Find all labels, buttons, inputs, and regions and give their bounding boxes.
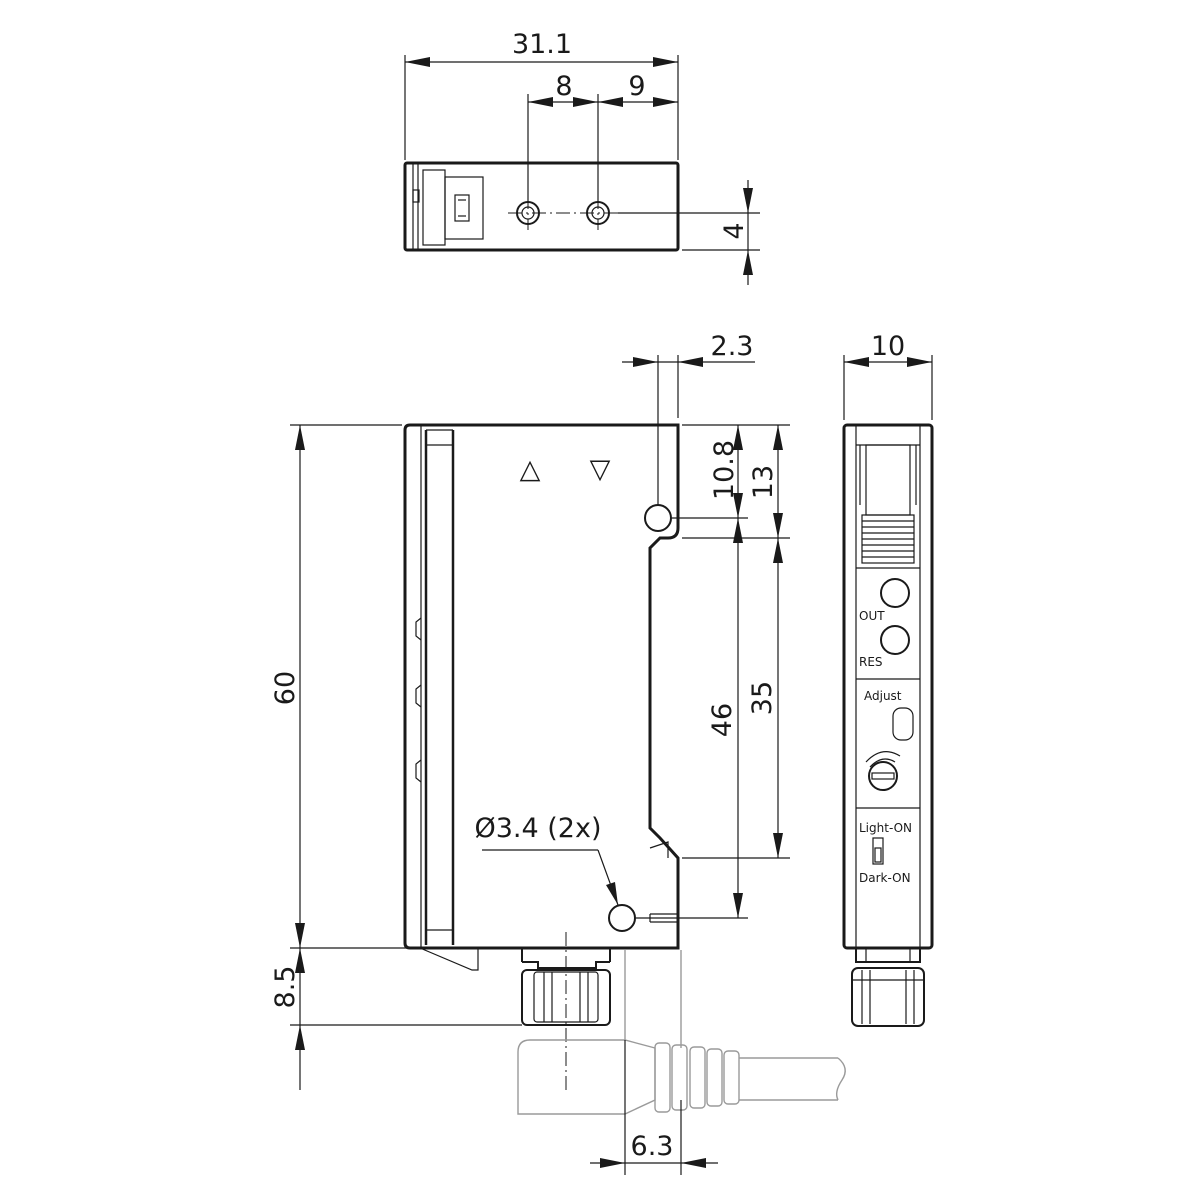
top-view-body	[403, 161, 680, 252]
adjust-label: Adjust	[864, 689, 902, 703]
front-view-cable	[517, 950, 846, 1115]
up-triangle-icon: △	[520, 454, 541, 485]
adjust-button	[892, 707, 914, 741]
dim-front-total-height: 60	[270, 671, 301, 705]
adjust-potentiometer	[868, 761, 898, 791]
light-on-label: Light-ON	[859, 821, 912, 835]
dim-connector-length: 8.5	[270, 966, 301, 1009]
front-view: △ ▽	[270, 331, 846, 1175]
dim-front-rail-length: 35	[747, 681, 778, 715]
side-view-body	[842, 423, 934, 950]
res-led	[880, 625, 910, 655]
dim-top-hole-left: 8	[555, 71, 572, 102]
front-view-hole-bottom	[608, 904, 636, 932]
dim-hole-diameter: Ø3.4 (2x)	[475, 813, 602, 844]
front-view-body	[403, 423, 680, 950]
front-view-connector	[521, 932, 611, 1090]
top-view-latch	[444, 176, 484, 240]
top-view-slot	[454, 194, 470, 222]
top-view: 31.1 8 9 4	[403, 29, 760, 285]
dim-front-top-to-hole: 10.8	[709, 440, 740, 500]
top-view-clip	[422, 169, 446, 246]
dim-top-width: 31.1	[512, 29, 572, 60]
dim-cable-offset: 6.3	[631, 1131, 674, 1162]
side-view-connector	[851, 948, 925, 1027]
side-view: OUT RES Adjust Light-ON Dark-ON	[842, 331, 934, 1027]
dim-front-top-to-notch: 13	[748, 465, 779, 499]
dim-front-offset: 2.3	[711, 331, 754, 362]
out-label: OUT	[859, 609, 885, 623]
dim-top-height: 4	[719, 222, 750, 239]
front-view-hole-top	[644, 504, 672, 532]
dark-on-label: Dark-ON	[859, 871, 911, 885]
down-triangle-icon: ▽	[590, 454, 611, 485]
out-led	[880, 578, 910, 608]
dim-top-hole-right: 9	[628, 71, 645, 102]
side-view-knob-ribs	[862, 520, 914, 558]
res-label: RES	[859, 655, 883, 669]
dim-front-hole-spacing: 46	[707, 703, 738, 737]
dim-side-width: 10	[871, 331, 905, 362]
mode-switch	[872, 837, 884, 865]
